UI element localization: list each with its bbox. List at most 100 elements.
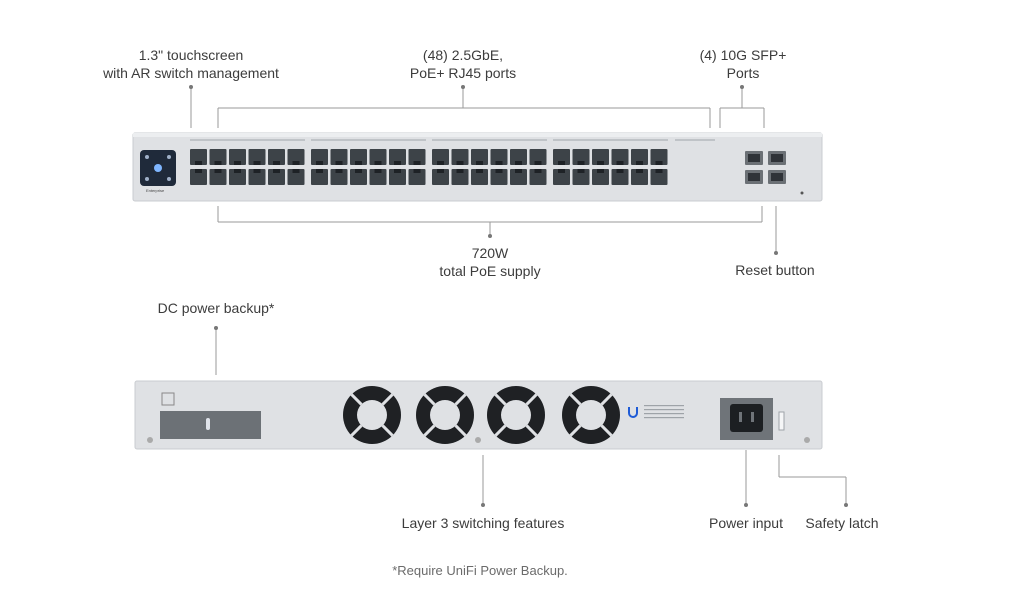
callout-dot xyxy=(774,251,778,255)
rj45-port xyxy=(592,149,609,165)
rj45-port-tab xyxy=(214,169,222,173)
rj45-port-tab xyxy=(335,161,343,165)
callout-dot xyxy=(214,326,218,330)
fan-strut xyxy=(423,393,436,406)
rj45-port xyxy=(432,169,449,185)
rj45-port xyxy=(229,149,246,165)
touchscreen-label: 1.3" touchscreen with AR switch manageme… xyxy=(103,47,279,81)
rj45-port xyxy=(572,149,590,165)
label-text-line xyxy=(644,405,684,407)
rj45-port xyxy=(510,169,527,185)
fan-strut xyxy=(569,424,582,437)
rj45-port xyxy=(330,149,348,165)
rj45-port xyxy=(631,149,648,165)
dc-backup-latch xyxy=(206,418,210,430)
dc-backup-port xyxy=(160,411,261,439)
rj45-port-tab xyxy=(437,161,444,165)
rj45-port-tab xyxy=(616,169,624,173)
screw xyxy=(475,437,481,443)
rj45-port-tab xyxy=(374,169,382,173)
rj45-port xyxy=(650,169,668,185)
screw xyxy=(147,437,153,443)
fan-strut xyxy=(525,424,538,437)
front-chassis xyxy=(132,132,823,202)
power-inlet-socket xyxy=(730,404,763,432)
rj45-port xyxy=(369,149,387,165)
layer3-label: Layer 3 switching features xyxy=(401,515,565,531)
rj45-port xyxy=(432,149,449,165)
footnote: *Require UniFi Power Backup. xyxy=(392,563,568,578)
sfp-port-inner xyxy=(748,173,760,181)
callout-dot xyxy=(461,85,465,89)
rj45-port-tab xyxy=(534,161,542,165)
rj45-port xyxy=(451,169,469,185)
rj45-port-tab xyxy=(437,169,444,173)
rj45-port-tab xyxy=(273,169,280,173)
callout-dot xyxy=(488,234,492,238)
rj45-port-tab xyxy=(273,161,280,165)
rj45-port xyxy=(611,149,629,165)
rj45-port-tab xyxy=(636,169,643,173)
fan-hub xyxy=(430,400,460,430)
fan-strut xyxy=(494,393,507,406)
callout-dot xyxy=(189,85,193,89)
rj45-port-tab xyxy=(355,169,362,173)
rj45-port xyxy=(311,149,328,165)
rj45-port xyxy=(330,169,348,185)
rj45-port-tab xyxy=(234,169,241,173)
rj45-port-tab xyxy=(253,169,261,173)
rj45-port xyxy=(510,149,527,165)
power-pin xyxy=(751,412,754,422)
fan-strut xyxy=(525,393,538,406)
fan-strut xyxy=(350,424,363,437)
rj45-port-tab xyxy=(292,161,300,165)
rj45-port xyxy=(572,169,590,185)
safety-latch xyxy=(778,411,785,431)
rj45-port-tab xyxy=(195,169,202,173)
rj45-port-tab xyxy=(413,169,421,173)
rj45-port-tab xyxy=(413,161,421,165)
rj45-port-tab xyxy=(476,161,483,165)
rj45-port xyxy=(350,149,367,165)
callout-dot xyxy=(740,85,744,89)
sfp-port-inner xyxy=(748,154,760,162)
callout-dot xyxy=(744,503,748,507)
callout-dot xyxy=(844,503,848,507)
rj45-port-tab xyxy=(655,169,663,173)
rj45-port xyxy=(287,149,305,165)
rj45-port-tab xyxy=(577,161,585,165)
rj45-port-tab xyxy=(476,169,483,173)
rj45-port xyxy=(389,169,406,185)
dc-power-backup-label: DC power backup* xyxy=(157,300,275,316)
rj45-port-tab xyxy=(456,169,464,173)
rj45-port-tab xyxy=(495,161,503,165)
unifi-logo xyxy=(628,407,638,418)
rj45-port-tab xyxy=(394,161,401,165)
rj45-port-tab xyxy=(515,161,522,165)
rj45-port xyxy=(529,149,547,165)
rj45-port-tab xyxy=(292,169,300,173)
label-text-line xyxy=(644,409,684,411)
rj45-port xyxy=(369,169,387,185)
fan-strut xyxy=(423,424,436,437)
reset-button-label: Reset button xyxy=(735,262,815,278)
fan-hub xyxy=(501,400,531,430)
fan-strut xyxy=(454,393,467,406)
power-input-label: Power input xyxy=(709,515,783,531)
rj45-port-tab xyxy=(558,161,565,165)
sfp-port-inner xyxy=(771,154,783,162)
rj45-port-tab xyxy=(316,161,323,165)
rj45-port-tab xyxy=(195,161,202,165)
rj45-port-tab xyxy=(234,161,241,165)
rj45-port-tab xyxy=(534,169,542,173)
rj45-ports-label: (48) 2.5GbE, PoE+ RJ45 ports xyxy=(409,47,517,81)
rj45-port-tab xyxy=(456,161,464,165)
fan-strut xyxy=(569,393,582,406)
rj45-port-tab xyxy=(616,161,624,165)
rj45-port-tab xyxy=(214,161,222,165)
rj45-port-tab xyxy=(335,169,343,173)
port-group-bar xyxy=(432,139,547,141)
rj45-port xyxy=(190,149,207,165)
rj45-port xyxy=(389,149,406,165)
display-indicator xyxy=(167,177,171,181)
